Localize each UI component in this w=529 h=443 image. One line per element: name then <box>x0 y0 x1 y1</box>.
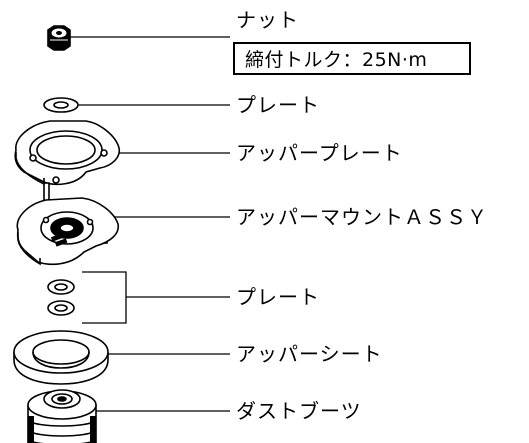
label-plate-top: プレート <box>236 93 320 117</box>
label-dust-boot: ダストブーツ <box>236 399 362 423</box>
label-upper-plate: アッパープレート <box>236 141 403 165</box>
plate-lower-part <box>47 279 75 316</box>
label-plate-lower: プレート <box>236 285 320 309</box>
nut-part <box>47 25 71 51</box>
leader-plate-lower-bracket <box>82 271 127 324</box>
dust-boot-part <box>27 389 97 443</box>
label-upper-mount: アッパーマウントＡＳＳＹ <box>236 205 488 229</box>
upper-seat-part <box>13 330 109 385</box>
label-nut: ナット <box>236 8 299 32</box>
upper-plate-part <box>14 120 121 186</box>
torque-spec-text: 締付トルク：25N·m <box>245 49 428 71</box>
plate-top-part <box>43 97 79 113</box>
torque-spec-box: 締付トルク：25N·m <box>233 42 471 75</box>
leader-lines <box>66 36 230 412</box>
label-upper-seat: アッパーシート <box>236 342 383 366</box>
upper-mount-part <box>16 182 120 266</box>
